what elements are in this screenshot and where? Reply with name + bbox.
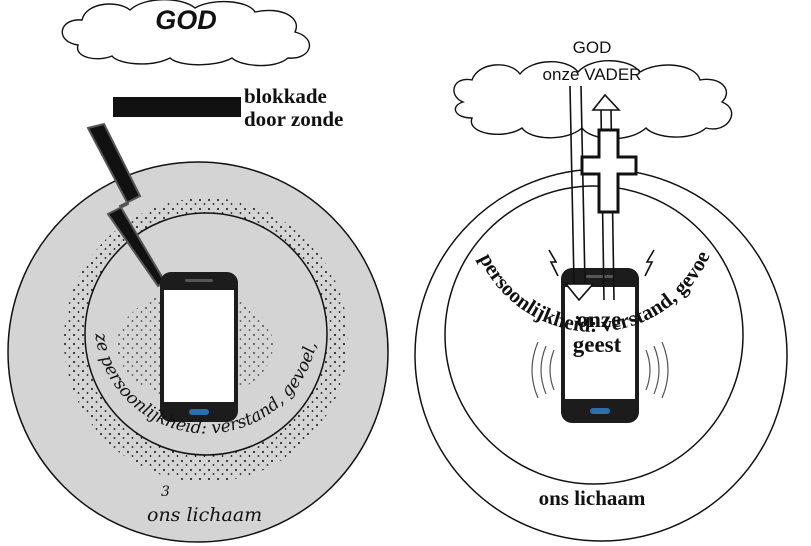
left-body-number: 3 [161,484,170,500]
left-body-label: ons lichaam [147,504,262,526]
left-spark-icon [548,249,559,277]
right-phone-line2: geest [573,332,622,357]
blockade-bar [113,97,241,117]
right-vibration-lines [645,341,669,399]
right-body-label: ons lichaam [539,486,646,510]
down-arrow-icon [564,85,595,302]
right-cloud-shape [453,60,733,140]
right-cloud-line2: onze VADER [543,65,642,84]
right-phone-line1: onze [577,307,622,332]
blockade-label-line1: blokkade [244,84,327,108]
blockade-label-line2: door zonde [244,107,343,131]
right-spark-icon [644,249,655,277]
right-phone-icon [561,268,639,423]
left-panel: GOD blokkade door zonde onze persoonlijk… [0,0,389,543]
right-cloud-line1: GOD [573,38,612,57]
left-phone-icon [160,272,238,422]
left-cloud-shape [61,0,311,67]
left-cloud-label: GOD [155,5,217,35]
cross-icon [580,128,638,214]
left-vibration-lines [531,341,555,399]
